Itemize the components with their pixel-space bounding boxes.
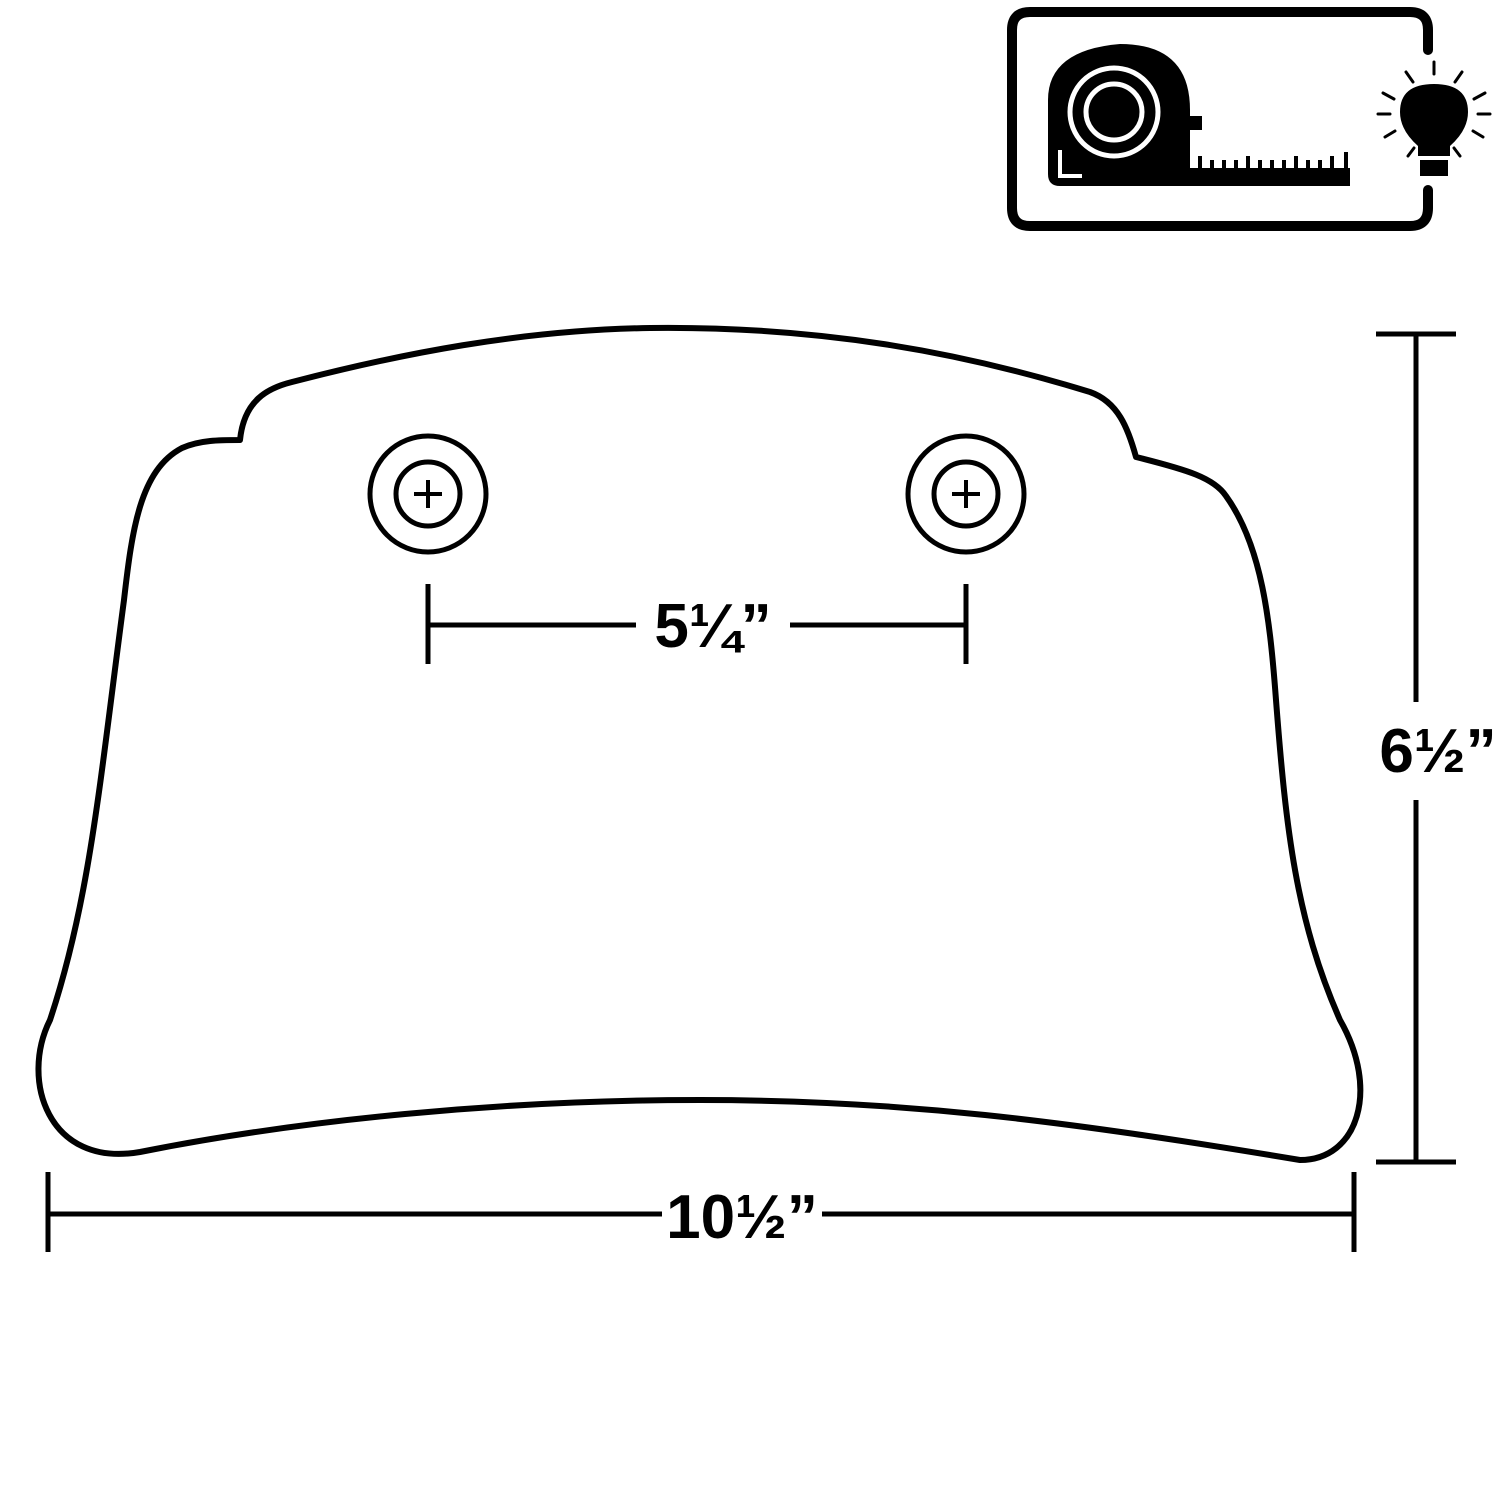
light-bulb-icon [1376, 60, 1492, 176]
part-outline [35, 324, 1364, 1163]
badge-frame [1007, 7, 1433, 231]
width-label: 10½” [666, 1183, 818, 1252]
height-dimension: 6½” [1376, 331, 1497, 1165]
measure-badge [1007, 7, 1492, 231]
width-dimension: 10½” [45, 1172, 1357, 1252]
mounting-hole-left [367, 433, 489, 555]
mounting-hole-right [905, 433, 1027, 555]
tape-measure-icon [1048, 44, 1350, 186]
height-label: 6½” [1379, 717, 1496, 786]
hole-spacing-dimension: 5¼” [425, 584, 969, 664]
hole-spacing-label: 5¼” [654, 592, 771, 661]
